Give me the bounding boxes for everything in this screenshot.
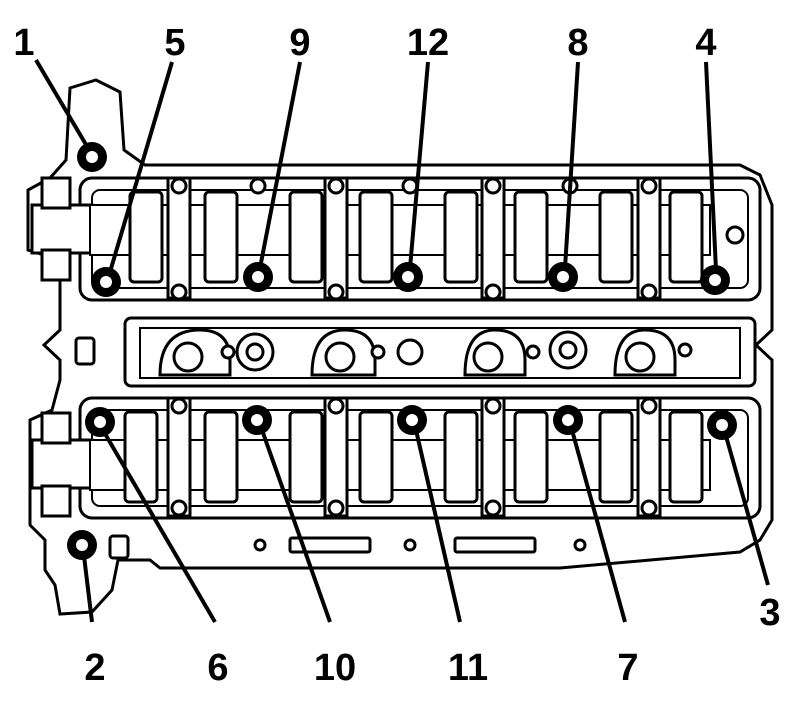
upper-bearing-caps bbox=[166, 176, 662, 301]
bolt-9 bbox=[243, 262, 273, 292]
bolt-10 bbox=[242, 405, 272, 435]
cylinder-head-bolts bbox=[67, 142, 737, 560]
bolt-1 bbox=[77, 142, 107, 172]
spark-plug-gallery bbox=[74, 316, 757, 388]
callout-1: 1 bbox=[13, 22, 34, 64]
callout-11: 11 bbox=[448, 647, 488, 689]
callout-12: 12 bbox=[407, 22, 449, 64]
callout-3: 3 bbox=[759, 592, 780, 634]
bottom-callouts: 2 6 10 11 7 3 bbox=[84, 592, 780, 689]
top-callouts: 1 5 9 12 8 4 bbox=[13, 22, 716, 64]
callout-7: 7 bbox=[617, 647, 638, 689]
callout-6: 6 bbox=[207, 647, 228, 689]
callout-10: 10 bbox=[314, 647, 356, 689]
callout-8: 8 bbox=[567, 22, 588, 64]
callout-2: 2 bbox=[84, 647, 105, 689]
bolt-12 bbox=[393, 262, 423, 292]
callout-5: 5 bbox=[164, 22, 185, 64]
callout-4: 4 bbox=[695, 22, 716, 64]
bolt-7 bbox=[553, 405, 583, 435]
bolt-3 bbox=[707, 410, 737, 440]
upper-cam-lobes bbox=[128, 190, 704, 284]
bolt-2 bbox=[67, 530, 97, 560]
bolt-6 bbox=[85, 407, 115, 437]
callout-9: 9 bbox=[289, 22, 310, 64]
bolt-8 bbox=[548, 262, 578, 292]
bolt-11 bbox=[397, 405, 427, 435]
lower-bearing-caps bbox=[166, 396, 662, 518]
bolt-4 bbox=[700, 265, 730, 295]
bolt-5 bbox=[91, 267, 121, 297]
leader-lines bbox=[34, 58, 770, 624]
lower-cam-lobes bbox=[123, 410, 704, 504]
